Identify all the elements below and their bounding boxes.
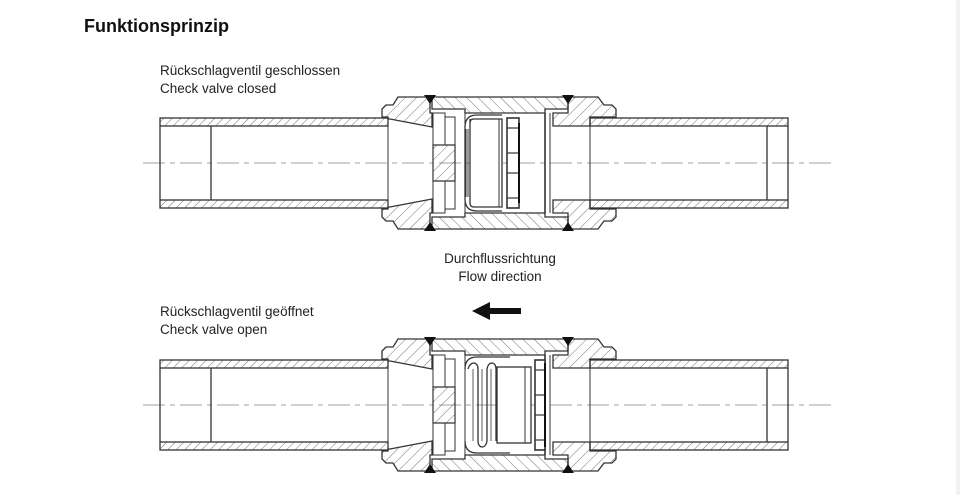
closed-valve-label-de: Rückschlagventil geschlossen xyxy=(160,63,341,78)
scrollbar-track[interactable] xyxy=(956,0,960,495)
open-valve-drawing xyxy=(142,336,834,474)
open-valve-label-de: Rückschlagventil geöffnet xyxy=(160,304,314,319)
flow-direction-label: Durchflussrichtung Flow direction xyxy=(420,250,580,286)
closed-valve-label: Rückschlagventil geschlossen Check valve… xyxy=(160,62,340,98)
page-title: Funktionsprinzip xyxy=(84,16,229,36)
flow-direction-label-en: Flow direction xyxy=(458,269,542,284)
open-valve-label-en: Check valve open xyxy=(160,322,268,337)
spring-icon xyxy=(467,362,497,448)
flow-arrow-icon xyxy=(472,302,521,320)
closed-valve-label-en: Check valve closed xyxy=(160,81,277,96)
open-valve-label: Rückschlagventil geöffnet Check valve op… xyxy=(160,303,314,339)
closed-valve-drawing xyxy=(142,94,834,232)
flow-direction-label-de: Durchflussrichtung xyxy=(444,251,556,266)
